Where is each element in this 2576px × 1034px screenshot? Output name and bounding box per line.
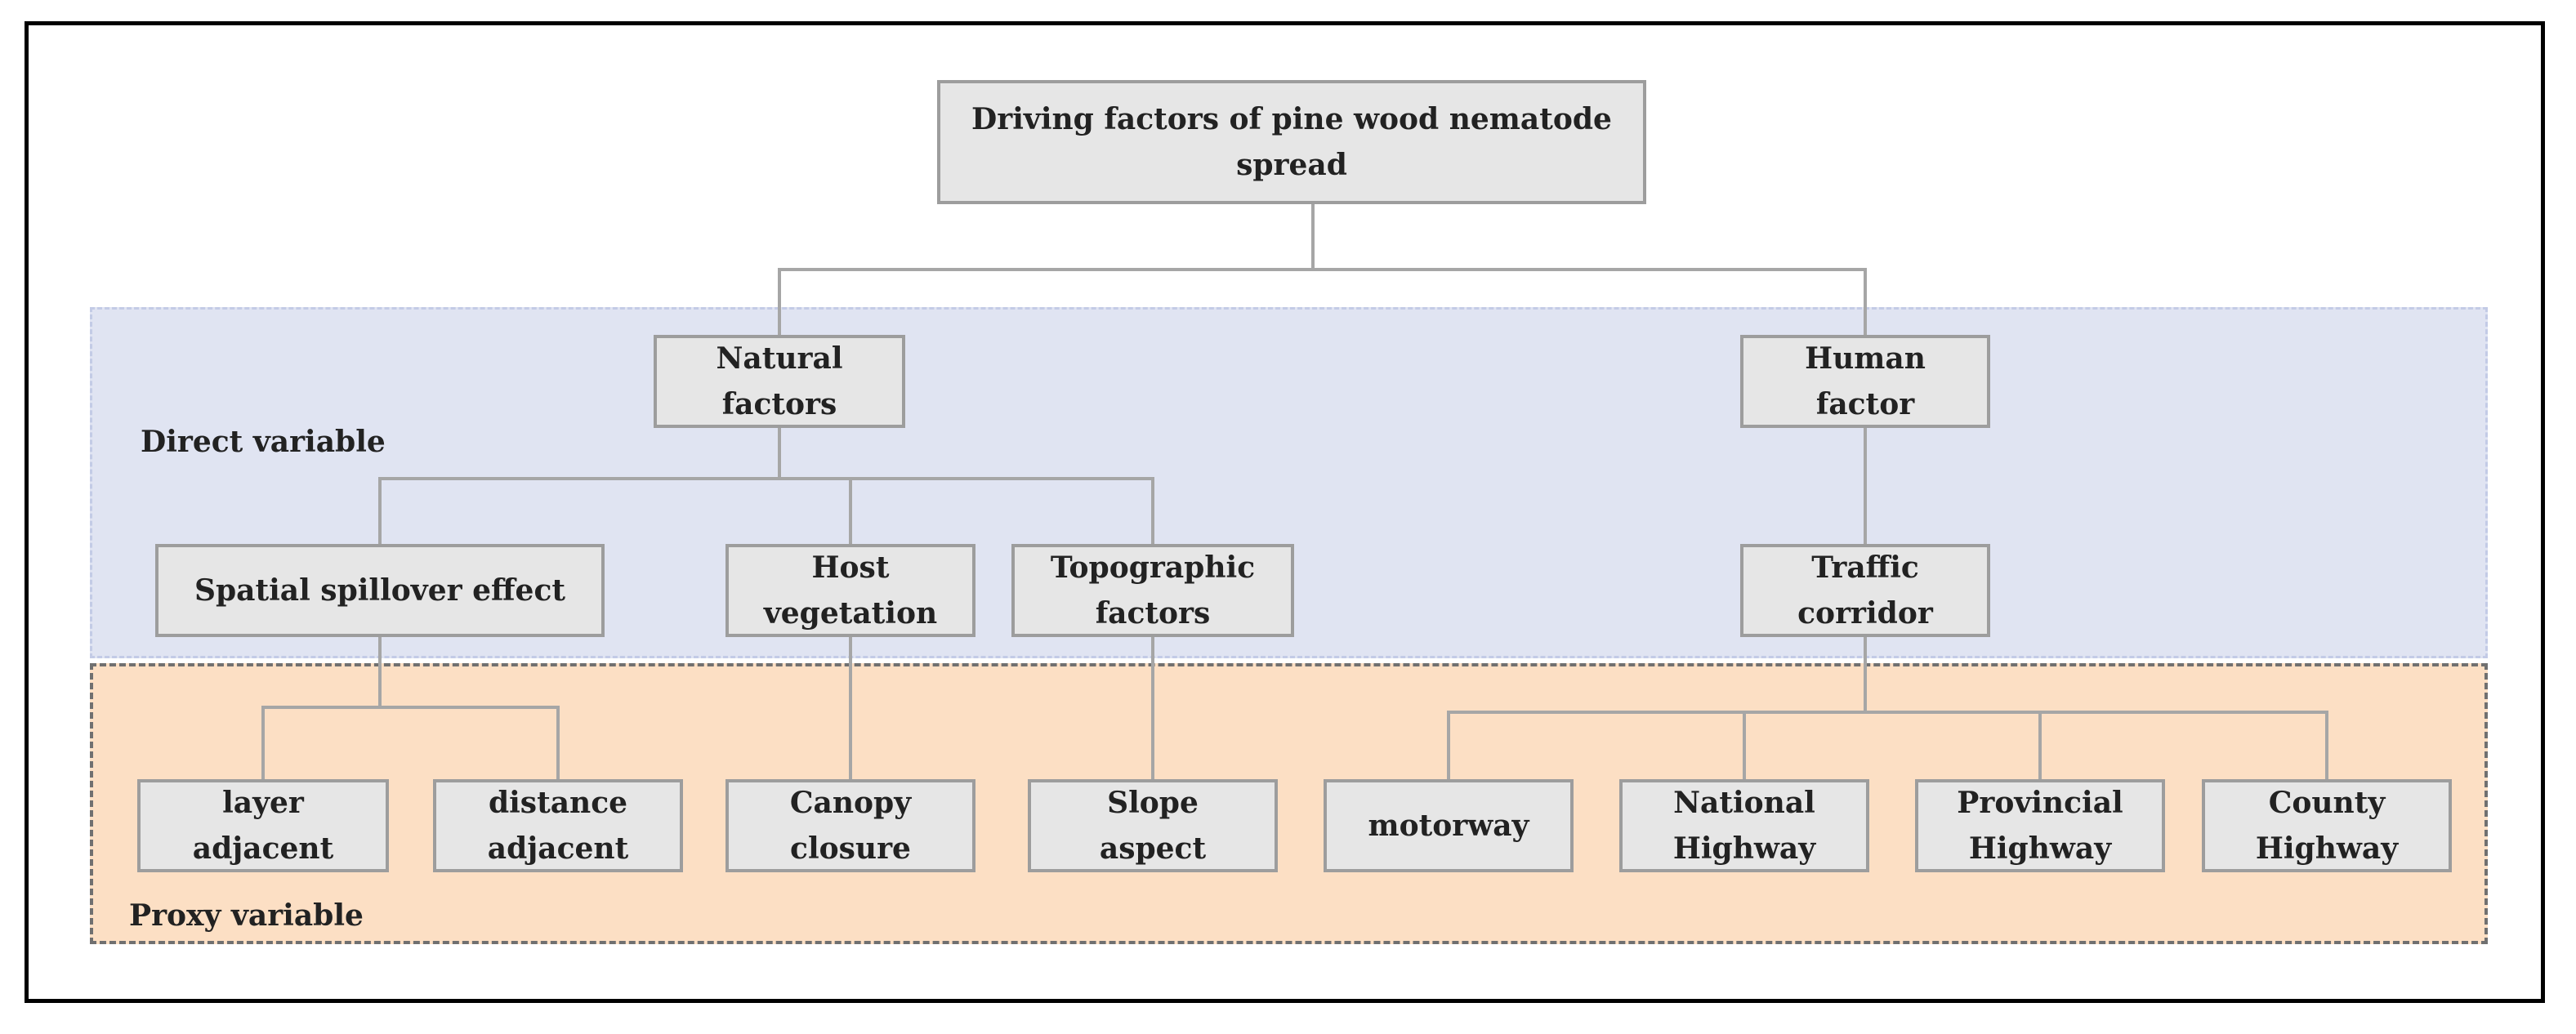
connector-traffic-branch bbox=[1447, 711, 2328, 779]
motorway-label: motorway bbox=[1368, 809, 1529, 843]
natural-factors-node: Natural factors bbox=[654, 335, 905, 428]
slope-aspect-node: Slope aspect bbox=[1028, 779, 1278, 872]
layer-adjacent-line2: adjacent bbox=[192, 831, 334, 866]
county-highway-node: County Highway bbox=[2202, 779, 2452, 872]
motorway-node: motorway bbox=[1324, 779, 1574, 872]
layer-adjacent-node: layer adjacent bbox=[137, 779, 389, 872]
topographic-factors-line1: Topographic bbox=[1050, 550, 1256, 585]
canopy-closure-line2: closure bbox=[790, 831, 911, 866]
host-vegetation-line2: vegetation bbox=[763, 596, 938, 631]
layer-adjacent-line1: layer bbox=[222, 786, 304, 820]
distance-adjacent-line1: distance bbox=[488, 786, 628, 820]
root-node: Driving factors of pine wood nematode sp… bbox=[937, 80, 1646, 204]
county-highway-line1: County bbox=[2268, 786, 2386, 820]
host-vegetation-node: Host vegetation bbox=[725, 544, 975, 637]
human-factor-line2: factor bbox=[1815, 387, 1915, 421]
topographic-factors-node: Topographic factors bbox=[1011, 544, 1294, 637]
connector-natural-branch bbox=[378, 477, 1154, 544]
direct-variable-label: Direct variable bbox=[141, 425, 386, 459]
traffic-corridor-line2: corridor bbox=[1797, 596, 1933, 631]
distance-adjacent-node: distance adjacent bbox=[433, 779, 683, 872]
distance-adjacent-line2: adjacent bbox=[487, 831, 629, 866]
provincial-highway-line1: Provincial bbox=[1957, 786, 2123, 820]
canopy-closure-line1: Canopy bbox=[789, 786, 912, 820]
root-node-line1: Driving factors of pine wood nematode bbox=[971, 102, 1612, 136]
national-highway-node: National Highway bbox=[1619, 779, 1869, 872]
proxy-variable-label: Proxy variable bbox=[129, 898, 364, 933]
national-highway-line2: Highway bbox=[1672, 831, 1816, 866]
root-node-line2: spread bbox=[1236, 148, 1347, 182]
connector-root-branch bbox=[778, 268, 1867, 335]
spatial-spillover-node: Spatial spillover effect bbox=[155, 544, 605, 637]
traffic-corridor-node: Traffic corridor bbox=[1740, 544, 1990, 637]
human-factor-line1: Human bbox=[1805, 341, 1926, 376]
slope-aspect-line1: Slope bbox=[1107, 786, 1199, 820]
provincial-highway-node: Provincial Highway bbox=[1915, 779, 2165, 872]
connector-spatial-branch bbox=[261, 706, 560, 779]
spatial-spillover-label: Spatial spillover effect bbox=[194, 573, 566, 608]
canopy-closure-node: Canopy closure bbox=[725, 779, 975, 872]
topographic-factors-line2: factors bbox=[1095, 596, 1211, 631]
human-factor-node: Human factor bbox=[1740, 335, 1990, 428]
slope-aspect-line2: aspect bbox=[1099, 831, 1207, 866]
provincial-highway-line2: Highway bbox=[1968, 831, 2112, 866]
national-highway-line1: National bbox=[1673, 786, 1815, 820]
traffic-corridor-line1: Traffic bbox=[1811, 550, 1919, 585]
host-vegetation-line1: Host bbox=[811, 550, 890, 585]
county-highway-line2: Highway bbox=[2255, 831, 2399, 866]
natural-factors-line2: factors bbox=[721, 387, 837, 421]
natural-factors-line1: Natural bbox=[716, 341, 843, 376]
